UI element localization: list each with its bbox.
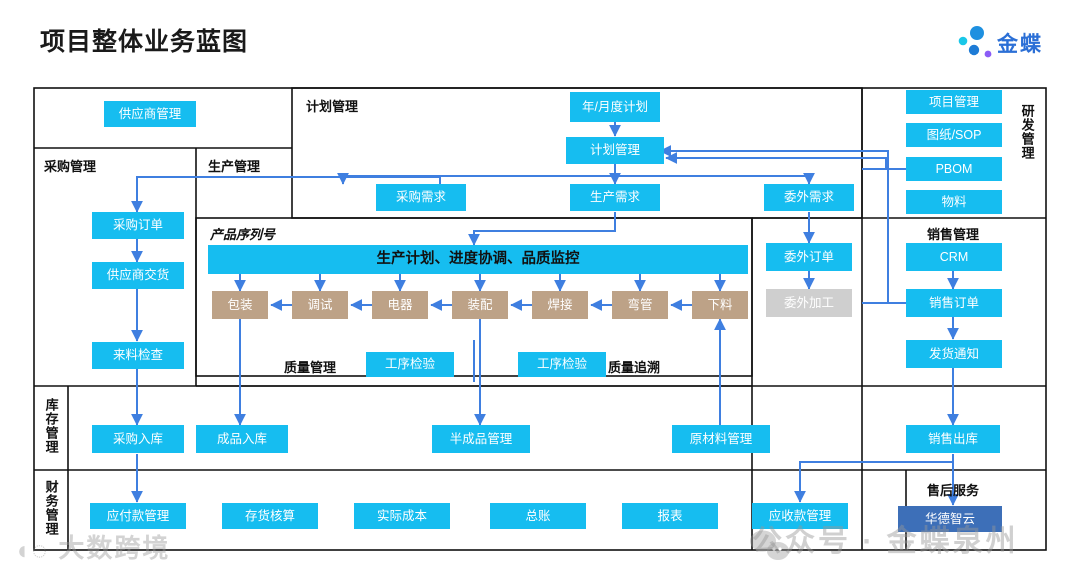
section-label-quality-trace: 质量追溯 [608,360,661,375]
node-supplier-delivery[interactable]: 供应商交货 [92,262,184,289]
node-outsource-order[interactable]: 委外订单 [766,243,852,271]
node-welding[interactable]: 焊接 [532,291,588,319]
node-report[interactable]: 报表 [622,503,718,529]
section-label-production: 生产管理 [208,159,261,174]
node-project-mgmt[interactable]: 项目管理 [906,90,1002,114]
node-purchase-demand[interactable]: 采购需求 [376,184,466,211]
node-plan-mgmt[interactable]: 计划管理 [566,137,664,164]
node-yearly-monthly-plan[interactable]: 年/月度计划 [570,92,660,122]
section-label-plan: 计划管理 [306,99,359,114]
node-material[interactable]: 物料 [906,190,1002,214]
node-assembly[interactable]: 装配 [452,291,508,319]
node-crm[interactable]: CRM [906,243,1002,271]
node-sales-out[interactable]: 销售出库 [906,425,1000,453]
node-finished-goods-in[interactable]: 成品入库 [196,425,288,453]
node-raw-material-mgmt[interactable]: 原材料管理 [672,425,770,453]
section-label-inventory: 库存管理 [43,398,59,454]
section-label-sales: 销售管理 [926,227,980,242]
node-actual-cost[interactable]: 实际成本 [354,503,450,529]
section-label-aftersales: 售后服务 [926,483,980,498]
node-delivery-notice[interactable]: 发货通知 [906,340,1002,368]
node-bending[interactable]: 弯管 [612,291,668,319]
node-outsource-demand[interactable]: 委外需求 [764,184,854,211]
node-cutting[interactable]: 下料 [692,291,748,319]
section-label-serial: 产品序列号 [210,227,276,242]
node-debug[interactable]: 调试 [292,291,348,319]
node-production-plan-bar[interactable]: 生产计划、进度协调、品质监控 [208,245,748,274]
node-purchase-in[interactable]: 采购入库 [92,425,184,453]
node-process-inspection-2[interactable]: 工序检验 [518,352,606,377]
node-packing[interactable]: 包装 [212,291,268,319]
wechat-icon [750,530,789,560]
node-inventory-accounting[interactable]: 存货核算 [222,503,318,529]
kingdee-logo: 金蝶 [955,22,1065,62]
node-pbom[interactable]: PBOM [906,157,1002,181]
node-purchase-order[interactable]: 采购订单 [92,212,184,239]
node-production-demand[interactable]: 生产需求 [570,184,660,211]
node-supplier-mgmt[interactable]: 供应商管理 [104,101,196,127]
node-receivable-mgmt[interactable]: 应收款管理 [752,503,848,529]
node-general-ledger[interactable]: 总账 [490,503,586,529]
section-label-quality: 质量管理 [284,360,337,375]
section-label-purchase: 采购管理 [44,159,97,174]
node-sales-order[interactable]: 销售订单 [906,289,1002,317]
node-outsource-processing[interactable]: 委外加工 [766,289,852,317]
node-aftersales-cloud[interactable]: 华德智云 [898,506,1002,532]
kingdee-dots-logo-icon [958,26,992,58]
node-semi-finished-mgmt[interactable]: 半成品管理 [432,425,530,453]
section-label-rnd: 研发管理 [1019,104,1035,160]
logo-text: 金蝶 [997,33,1043,56]
node-electrical[interactable]: 电器 [372,291,428,319]
node-drawing-sop[interactable]: 图纸/SOP [906,123,1002,147]
node-process-inspection-1[interactable]: 工序检验 [366,352,454,377]
node-payable-mgmt[interactable]: 应付款管理 [90,503,186,529]
section-label-finance: 财务管理 [43,480,59,536]
page-title: 项目整体业务蓝图 [40,28,249,56]
node-incoming-inspection[interactable]: 来料检查 [92,342,184,369]
